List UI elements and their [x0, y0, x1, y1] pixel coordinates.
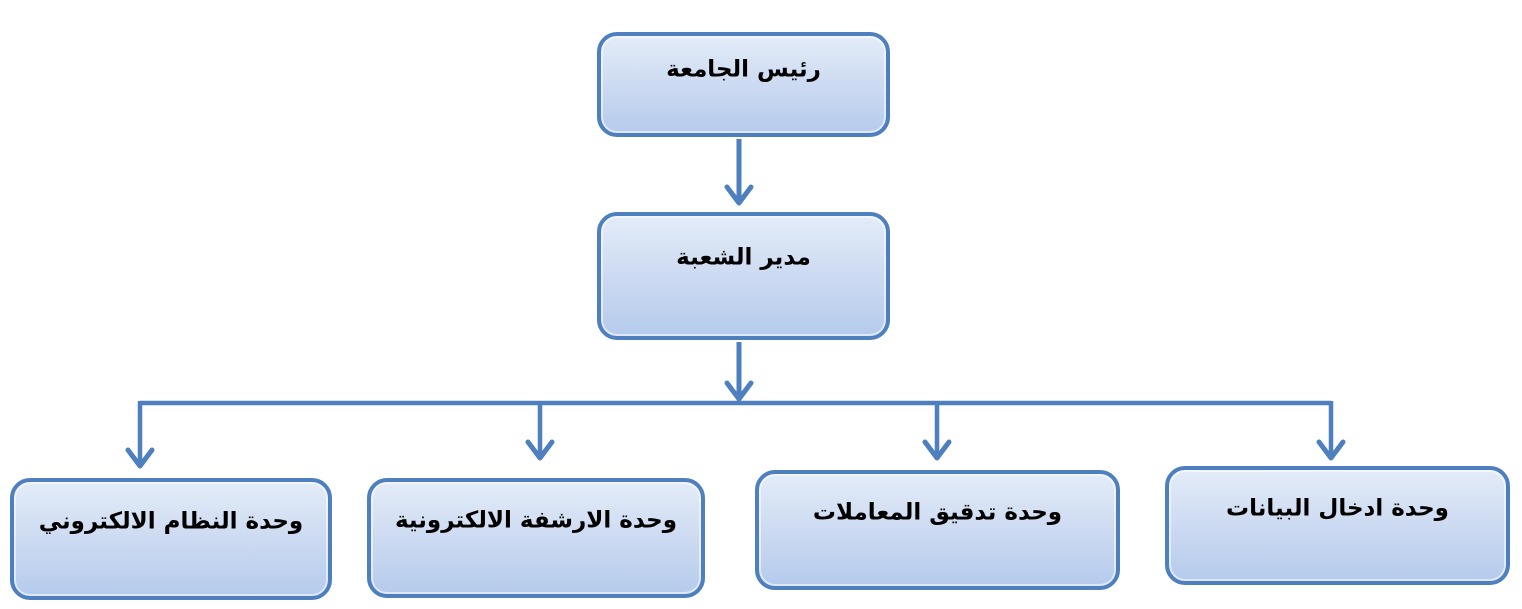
node-university-president-label: رئيس الجامعة — [666, 56, 821, 83]
node-transactions-audit-unit-label: وحدة تدقيق المعاملات — [812, 499, 1063, 526]
node-electronic-archiving-unit: وحدة الارشفة الالكترونية — [367, 478, 705, 598]
node-division-manager: مدير الشعبة — [597, 212, 890, 340]
node-electronic-system-unit: وحدة النظام الالكتروني — [10, 478, 332, 600]
node-electronic-archiving-unit-label: وحدة الارشفة الالكترونية — [394, 507, 678, 534]
node-data-entry-unit: وحدة ادخال البيانات — [1165, 466, 1510, 585]
node-university-president: رئيس الجامعة — [597, 32, 890, 137]
node-transactions-audit-unit: وحدة تدقيق المعاملات — [755, 470, 1120, 590]
node-data-entry-unit-label: وحدة ادخال البيانات — [1226, 495, 1449, 522]
node-electronic-system-unit-label: وحدة النظام الالكتروني — [38, 508, 304, 535]
node-division-manager-label: مدير الشعبة — [676, 244, 811, 271]
